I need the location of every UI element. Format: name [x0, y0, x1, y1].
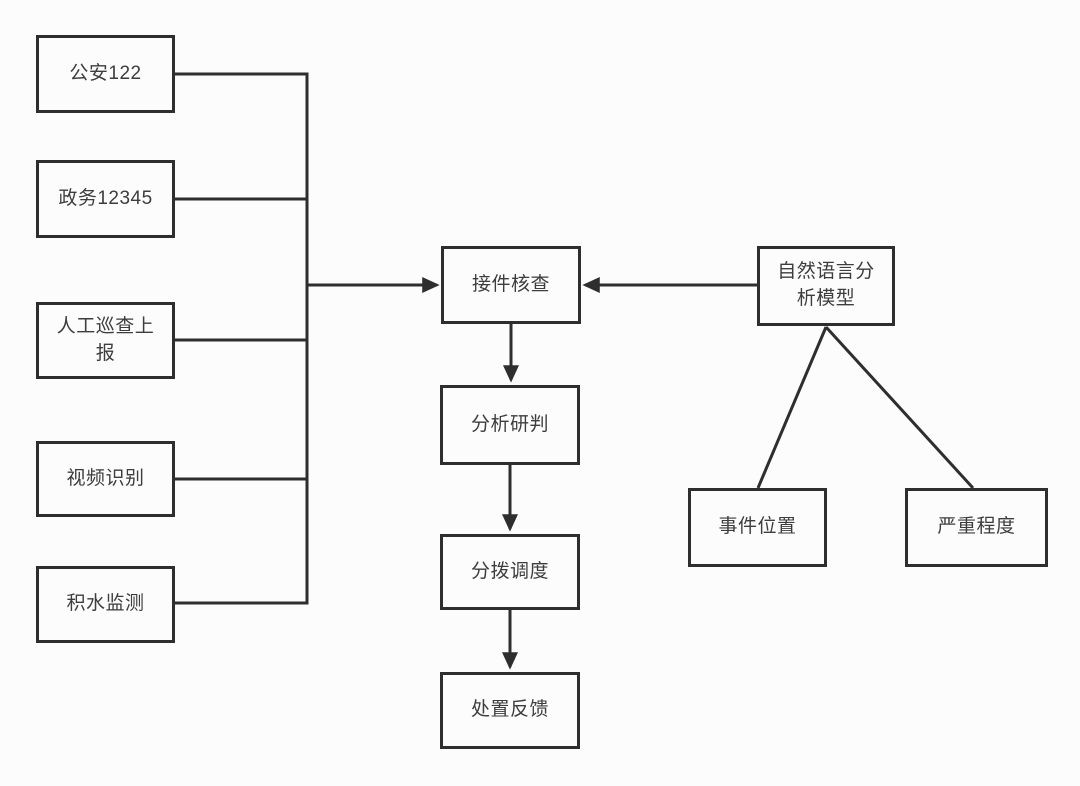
node-manual-patrol-report: 人工巡查上 报 [36, 302, 175, 379]
node-label: 分析研判 [470, 413, 549, 435]
node-gov-12345: 政务12345 [36, 160, 175, 238]
node-police-122: 公安122 [36, 35, 175, 113]
edge-nlp-to-severity [824, 325, 975, 490]
node-dispatch-scheduling: 分拨调度 [440, 534, 580, 610]
node-video-recognition: 视频识别 [36, 441, 175, 517]
node-disposal-feedback: 处置反馈 [440, 672, 580, 749]
node-label: 事件位置 [718, 516, 797, 538]
node-case-intake-check: 接件核查 [441, 246, 581, 324]
node-label: 视频识别 [66, 467, 145, 489]
node-water-monitoring: 积水监测 [36, 566, 175, 643]
node-label: 积水监测 [66, 593, 145, 615]
node-event-location: 事件位置 [688, 488, 827, 567]
node-severity-level: 严重程度 [905, 488, 1048, 567]
node-label: 接件核查 [471, 273, 550, 295]
node-label: 处置反馈 [470, 699, 549, 721]
node-label: 人工巡查上 报 [56, 315, 155, 364]
edge-nlp-to-location [756, 326, 828, 489]
node-label: 分拨调度 [470, 560, 549, 582]
node-label: 自然语言分 析模型 [777, 261, 875, 309]
node-analysis-judgment: 分析研判 [440, 385, 580, 465]
node-label: 政务12345 [58, 187, 153, 209]
node-label: 公安122 [69, 62, 142, 84]
node-label: 严重程度 [937, 516, 1016, 538]
node-nlp-model: 自然语言分 析模型 [757, 246, 895, 326]
